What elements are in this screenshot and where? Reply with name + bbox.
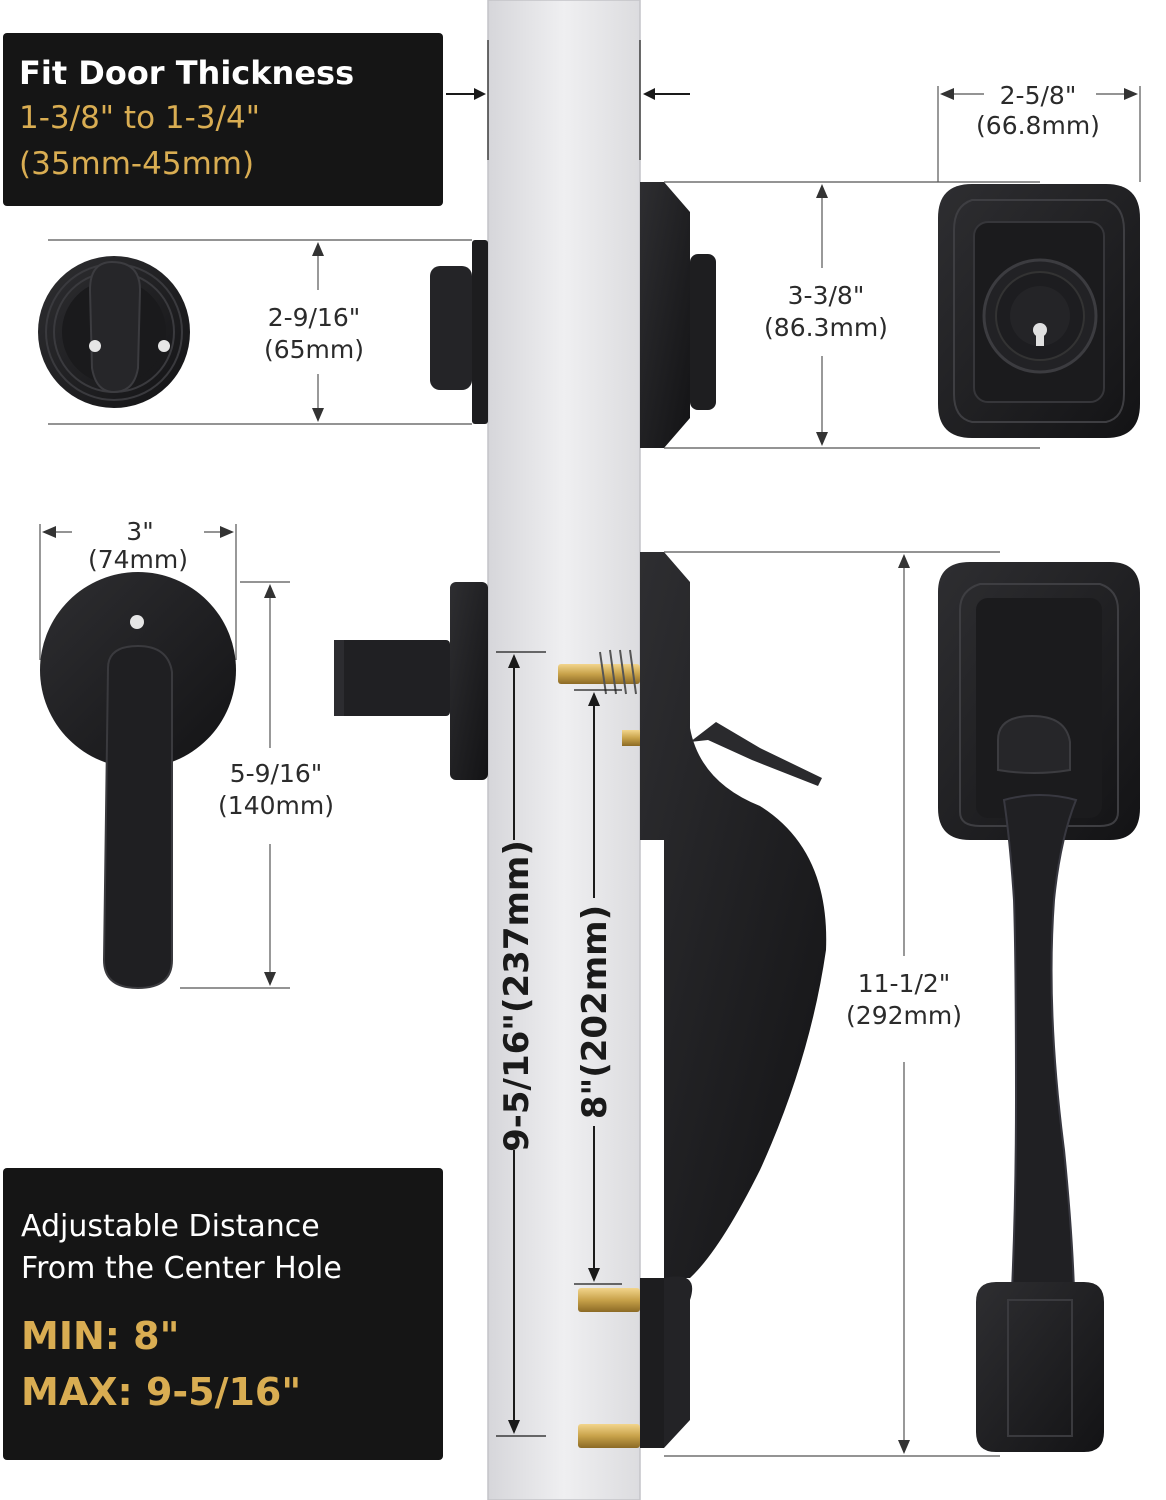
- thickness-range-inch: 1-3/8" to 1-3/4": [19, 100, 260, 136]
- deadbolt-front: [938, 184, 1140, 438]
- thumbturn-front: [38, 256, 190, 408]
- adjustable-distance-panel: Adjustable Distance From the Center Hole…: [3, 1168, 443, 1460]
- handleset-front: [938, 562, 1140, 1452]
- thumbturn-dimension: [48, 239, 472, 425]
- deadbolt-side: [640, 182, 716, 448]
- distance-max: MAX: 9-5/16": [21, 1370, 302, 1414]
- thumbturn-side: [430, 240, 488, 424]
- rosette-mm: (74mm): [88, 545, 188, 574]
- mounting-screws: [558, 649, 640, 1448]
- deadbolt-height-inch: 3-3/8": [788, 281, 865, 310]
- thumbturn-inch: 2-9/16": [268, 303, 361, 332]
- lever-side: [334, 582, 488, 780]
- distance-dimensions: [496, 651, 622, 1437]
- handle-height-mm: (292mm): [846, 1001, 962, 1030]
- deadbolt-height-dimension: [664, 181, 1040, 449]
- door-thickness-panel: Fit Door Thickness 1-3/8" to 1-3/4" (35m…: [3, 33, 443, 206]
- door-thickness-arrows: [446, 40, 690, 160]
- door-slab: [487, 0, 641, 1500]
- deadbolt-height-mm: (86.3mm): [764, 313, 888, 342]
- handle-height-dimension: [664, 551, 1000, 1457]
- thumbturn-mm: (65mm): [264, 335, 364, 364]
- min-distance-label: 8"(202mm): [575, 905, 615, 1119]
- thickness-title: Fit Door Thickness: [19, 54, 355, 92]
- handle-height-inch: 11-1/2": [858, 969, 951, 998]
- deadbolt-width-mm: (66.8mm): [976, 111, 1100, 140]
- rosette-width-dimension: [39, 524, 237, 660]
- thickness-range-mm: (35mm-45mm): [19, 146, 255, 182]
- deadbolt-width-inch: 2-5/8": [1000, 81, 1077, 110]
- lever-height-inch: 5-9/16": [230, 759, 323, 788]
- rosette-inch: 3": [126, 517, 153, 546]
- distance-line2: From the Center Hole: [21, 1251, 342, 1286]
- distance-min: MIN: 8": [21, 1314, 180, 1358]
- lever-front: [40, 572, 236, 990]
- lever-height-mm: (140mm): [218, 791, 334, 820]
- lever-height-dimension: [180, 581, 290, 989]
- handleset-side: [622, 552, 827, 1448]
- deadbolt-width-dimension: [937, 86, 1141, 182]
- max-distance-label: 9-5/16"(237mm): [497, 840, 537, 1152]
- distance-line1: Adjustable Distance: [21, 1209, 320, 1244]
